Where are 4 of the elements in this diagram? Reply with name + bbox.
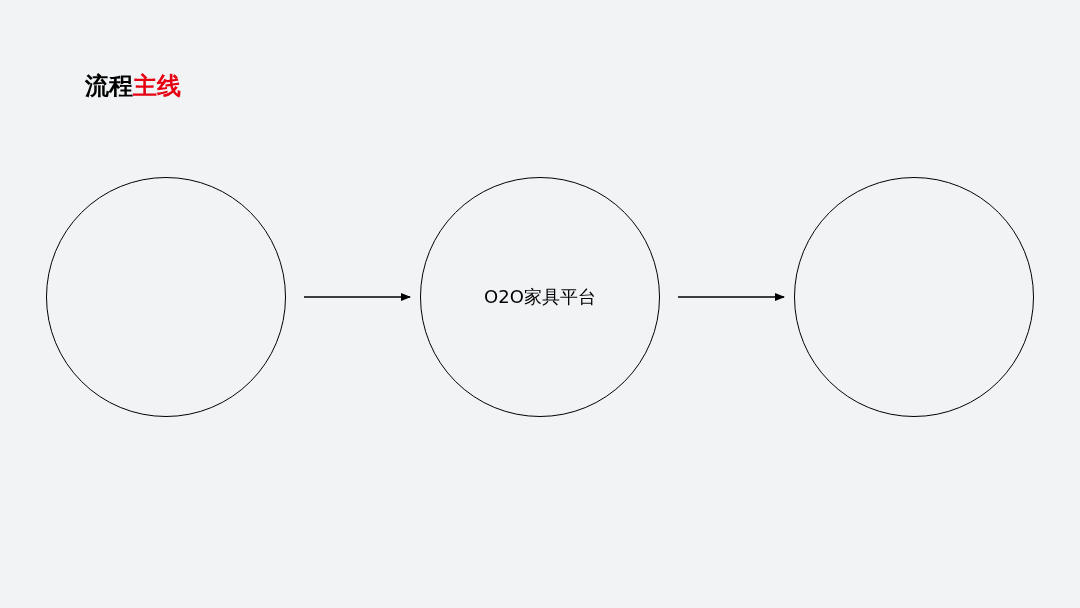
arrow [677, 293, 785, 301]
arrow [303, 293, 411, 301]
node-label: O2O家具平台 [484, 285, 596, 309]
title-heading: 流程主线 [85, 71, 181, 102]
